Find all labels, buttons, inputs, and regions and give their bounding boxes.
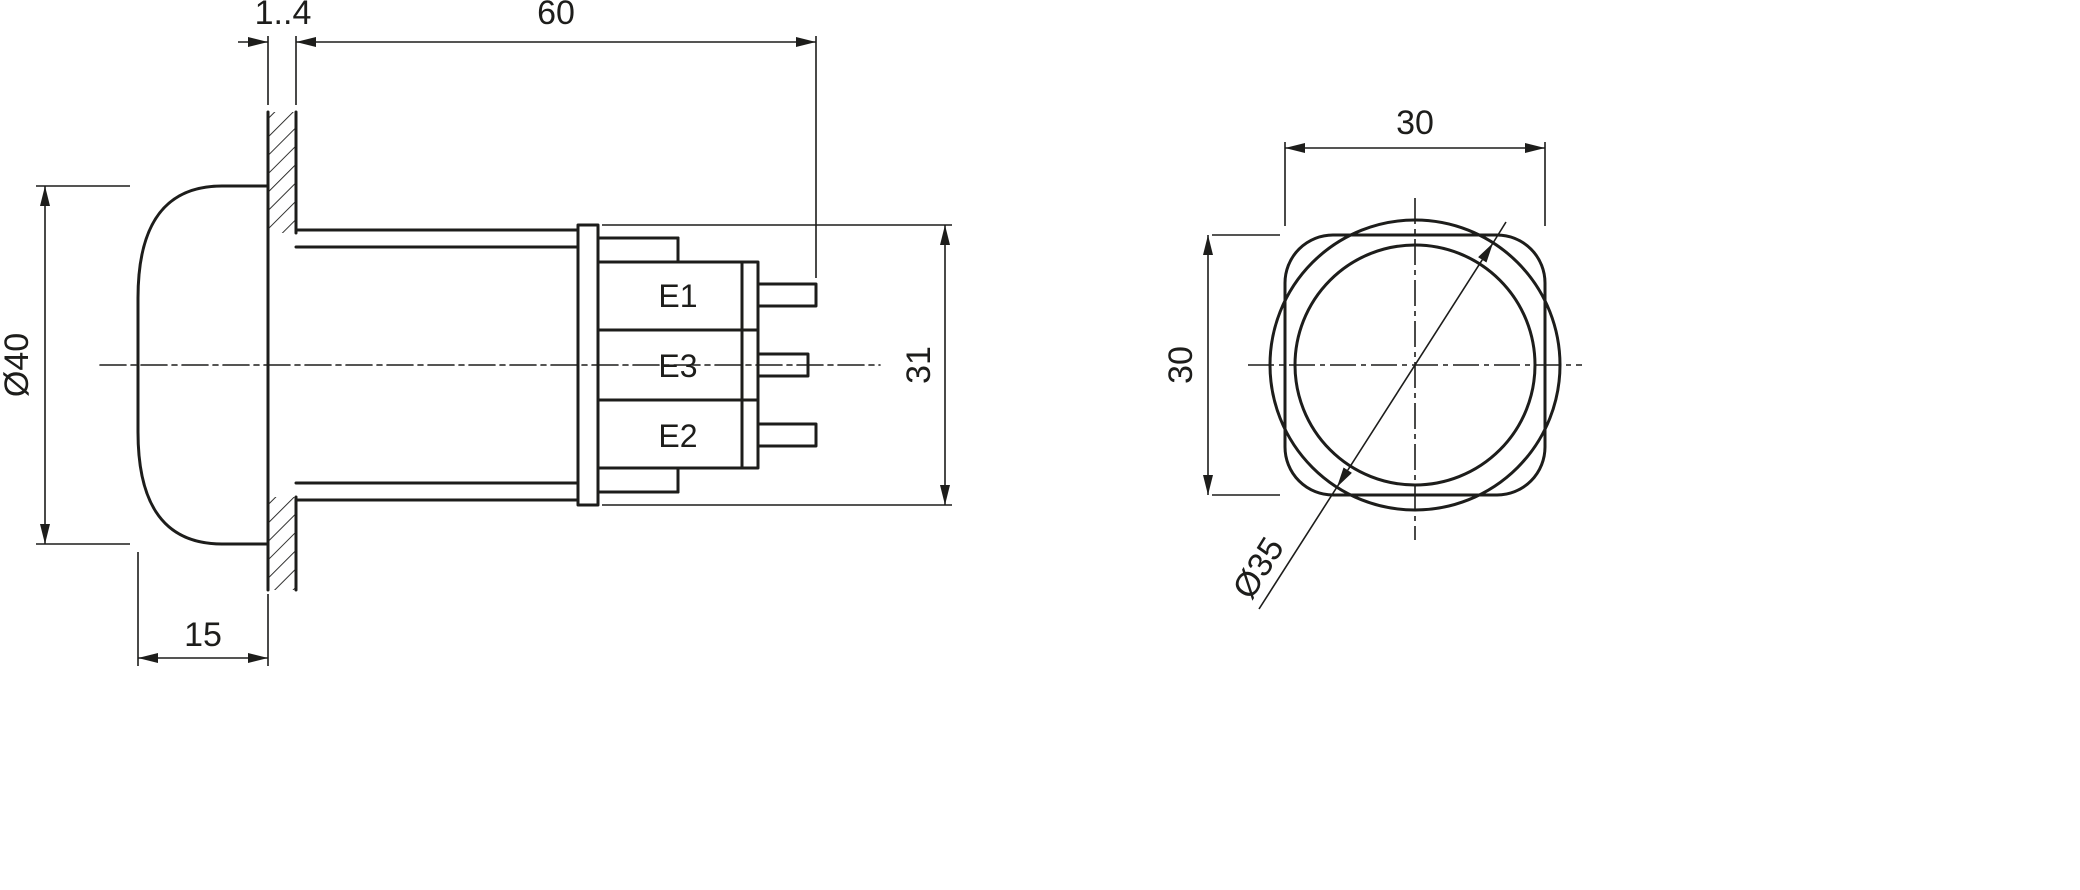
switch-body xyxy=(294,228,580,502)
dim-protrusion-label: 15 xyxy=(184,616,222,654)
pin-e2 xyxy=(756,422,818,448)
dim-bezel-diameter-label: Ø35 xyxy=(1226,531,1292,606)
front-view-dimensions xyxy=(1203,142,1546,610)
pin-e1 xyxy=(756,282,818,308)
dim-head-diameter-label: Ø40 xyxy=(0,333,36,397)
terminal-label-e1: E1 xyxy=(658,278,697,314)
terminal-label-e3: E3 xyxy=(658,348,697,384)
terminal-label-e2: E2 xyxy=(658,418,697,454)
panel-hatch-top xyxy=(268,112,296,233)
dim-flange-label: 31 xyxy=(900,346,938,384)
mounting-panel xyxy=(266,110,298,592)
dim-panel-thickness-label: 1..4 xyxy=(255,0,312,32)
dim-length-label: 60 xyxy=(537,0,575,32)
terminal-pins xyxy=(756,282,818,448)
dim-height-label: 30 xyxy=(1162,346,1200,384)
dim-width-label: 30 xyxy=(1396,104,1434,142)
side-view-dimensions xyxy=(36,36,952,666)
front-view xyxy=(1248,198,1582,540)
panel-hatch-bottom xyxy=(268,497,296,590)
side-view xyxy=(99,110,881,592)
dim-bezel-diameter-line xyxy=(1258,221,1507,610)
button-head xyxy=(136,184,270,546)
